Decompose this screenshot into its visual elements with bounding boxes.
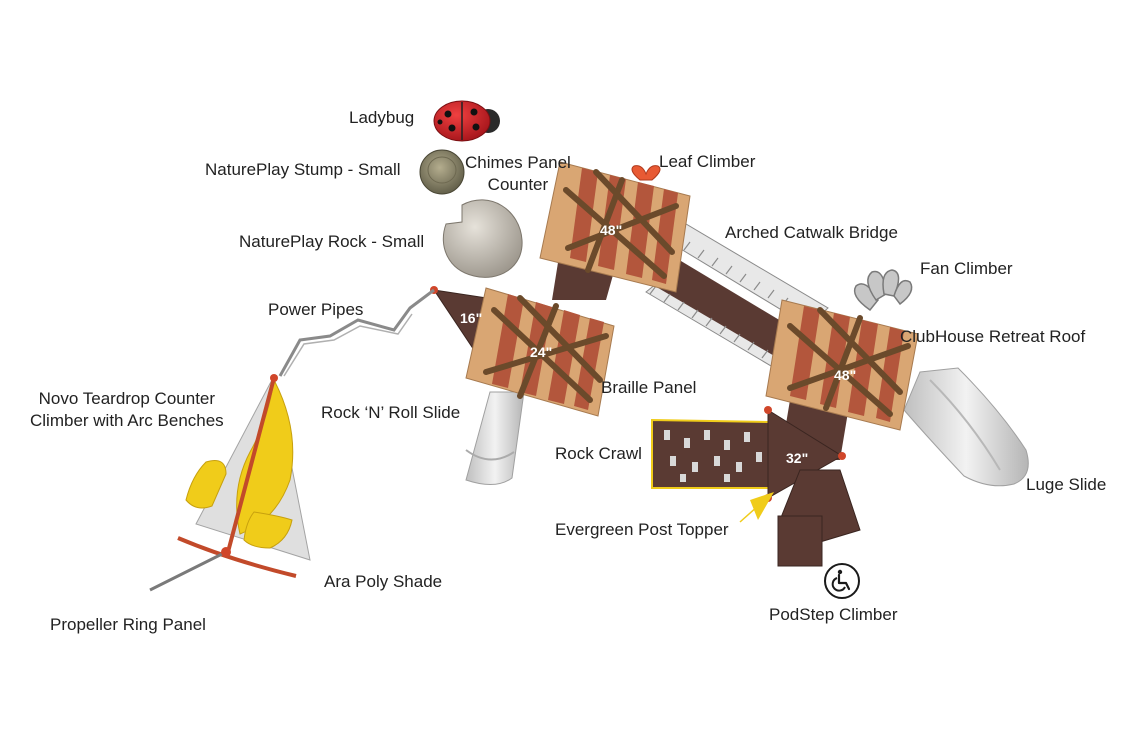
height-tag-32: 32" — [786, 450, 809, 466]
label-leaf-climber: Leaf Climber — [659, 152, 756, 171]
wheelchair-icon — [831, 569, 851, 592]
podstep-climber — [777, 469, 861, 567]
evergreen-post-topper — [750, 492, 774, 520]
label-arched-catwalk-bridge: Arched Catwalk Bridge — [725, 223, 898, 242]
rock-n-roll-slide — [465, 391, 525, 485]
label-podstep-climber: PodStep Climber — [769, 605, 898, 624]
deck-24 — [465, 287, 615, 417]
leaf-climber — [631, 165, 661, 181]
label-luge-slide: Luge Slide — [1026, 475, 1107, 494]
label-rock-crawl: Rock Crawl — [555, 444, 642, 463]
label-rock-n-roll-slide: Rock ‘N’ Roll Slide — [321, 403, 461, 422]
novo-teardrop-climber — [185, 374, 311, 561]
label-propeller-ring-panel: Propeller Ring Panel — [50, 615, 206, 634]
label-ara-poly-shade: Ara Poly Shade — [324, 572, 443, 591]
height-tag-16: 16" — [460, 310, 483, 326]
leader-lines — [739, 505, 759, 523]
ladybug — [433, 100, 500, 142]
natureplay-rock — [442, 199, 523, 278]
label-power-pipes: Power Pipes — [268, 300, 364, 319]
roof-deck-48-left — [539, 161, 691, 293]
label-natureplay-stump: NaturePlay Stump - Small — [205, 160, 401, 179]
label-fan-climber: Fan Climber — [920, 259, 1013, 278]
label-chimes-panel-counter: Chimes Panel Counter — [465, 153, 571, 194]
height-tag-24: 24" — [530, 344, 553, 360]
luge-slide — [903, 367, 1029, 487]
label-novo-teardrop: Novo Teardrop Counter Climber with Arc B… — [30, 389, 224, 430]
propeller-ring-panel — [149, 536, 297, 592]
height-tag-48-left: 48" — [600, 222, 623, 238]
natureplay-stump — [419, 149, 465, 195]
accessibility-icon — [824, 563, 860, 599]
label-clubhouse-roof: ClubHouse Retreat Roof — [900, 327, 1086, 346]
label-braille-panel: Braille Panel — [601, 378, 697, 397]
label-natureplay-rock: NaturePlay Rock - Small — [239, 232, 425, 251]
label-evergreen-post-topper: Evergreen Post Topper — [555, 520, 729, 539]
fan-climber — [853, 269, 913, 312]
height-tag-48-right: 48" — [834, 367, 857, 383]
label-ladybug: Ladybug — [349, 108, 415, 127]
rock-crawl — [651, 418, 771, 489]
power-pipes — [278, 288, 435, 377]
roof-deck-48-right — [765, 299, 919, 431]
